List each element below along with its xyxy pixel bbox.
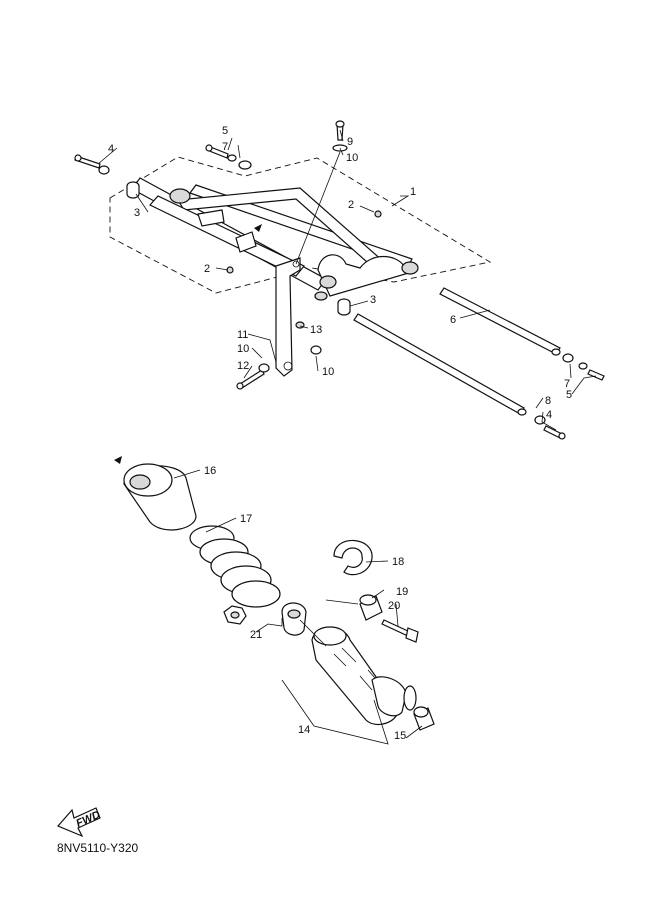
callout-1: 1 <box>410 186 416 198</box>
nut-right-7 <box>562 353 605 381</box>
washer-10-right <box>310 345 322 355</box>
bushing-right <box>337 298 351 316</box>
callout-6: 6 <box>450 314 456 326</box>
callout-2-upper: 2 <box>348 199 354 211</box>
callout-labels: 1 2 2 3 3 4 4 5 5 6 7 7 8 9 10 10 10 11 … <box>108 125 572 742</box>
bolt-20 <box>381 619 419 643</box>
shock-spring-17 <box>189 525 281 608</box>
callout-16: 16 <box>204 465 216 477</box>
spring-seat-18 <box>333 539 373 576</box>
callout-7-right: 7 <box>564 378 570 390</box>
callout-13: 13 <box>310 324 322 336</box>
callout-5-top: 5 <box>222 125 228 137</box>
callout-5-right: 5 <box>566 389 572 401</box>
callout-10-left: 10 <box>237 343 249 355</box>
callout-11: 11 <box>237 329 248 341</box>
bolt-12 <box>236 363 270 390</box>
marker-arrow-bottom <box>114 456 122 464</box>
chain-guide-plate <box>275 257 301 377</box>
callout-7-top: 7 <box>222 141 228 153</box>
marker-arrow-top <box>254 224 262 232</box>
swingarm-group-outline <box>109 156 492 294</box>
bolt-2-small <box>374 210 382 218</box>
collar-19 <box>359 594 383 621</box>
collar-15 <box>413 706 435 731</box>
callout-19: 19 <box>396 586 408 598</box>
callout-12: 12 <box>237 360 249 372</box>
callout-21: 21 <box>250 629 262 641</box>
callout-20: 20 <box>388 600 400 612</box>
callout-10-right: 10 <box>322 366 334 378</box>
diagram-code: 8NV5110-Y320 <box>57 841 139 855</box>
callout-8: 8 <box>545 395 551 407</box>
callout-15: 15 <box>394 730 406 742</box>
bushing-left <box>126 181 140 199</box>
bolt-left-4 <box>74 154 110 175</box>
swingarm <box>131 177 419 297</box>
bolt-top-5 <box>205 144 252 170</box>
pivot-shaft-6 <box>439 287 561 356</box>
nut-21 <box>223 605 247 625</box>
leader-lines <box>97 129 597 745</box>
fwd-arrow-icon: FWD <box>56 807 102 838</box>
callout-18: 18 <box>392 556 404 568</box>
callout-2-lower: 2 <box>204 263 210 275</box>
fwd-label: FWD <box>74 809 102 830</box>
pivot-shaft-long <box>353 313 527 416</box>
callout-4-right: 4 <box>546 409 552 421</box>
shock-cover-16 <box>123 463 197 531</box>
callout-17: 17 <box>240 513 252 525</box>
callout-3-left: 3 <box>134 207 140 219</box>
callout-4-left: 4 <box>108 143 114 155</box>
bushing-mid <box>314 291 328 301</box>
bolt-9 <box>332 120 348 152</box>
shock-body-14 <box>281 602 417 725</box>
callout-10-top: 10 <box>346 152 358 164</box>
callout-9: 9 <box>347 136 353 148</box>
nut-right-4 <box>534 415 566 440</box>
callout-14: 14 <box>298 724 310 736</box>
callout-3-right: 3 <box>370 294 376 306</box>
